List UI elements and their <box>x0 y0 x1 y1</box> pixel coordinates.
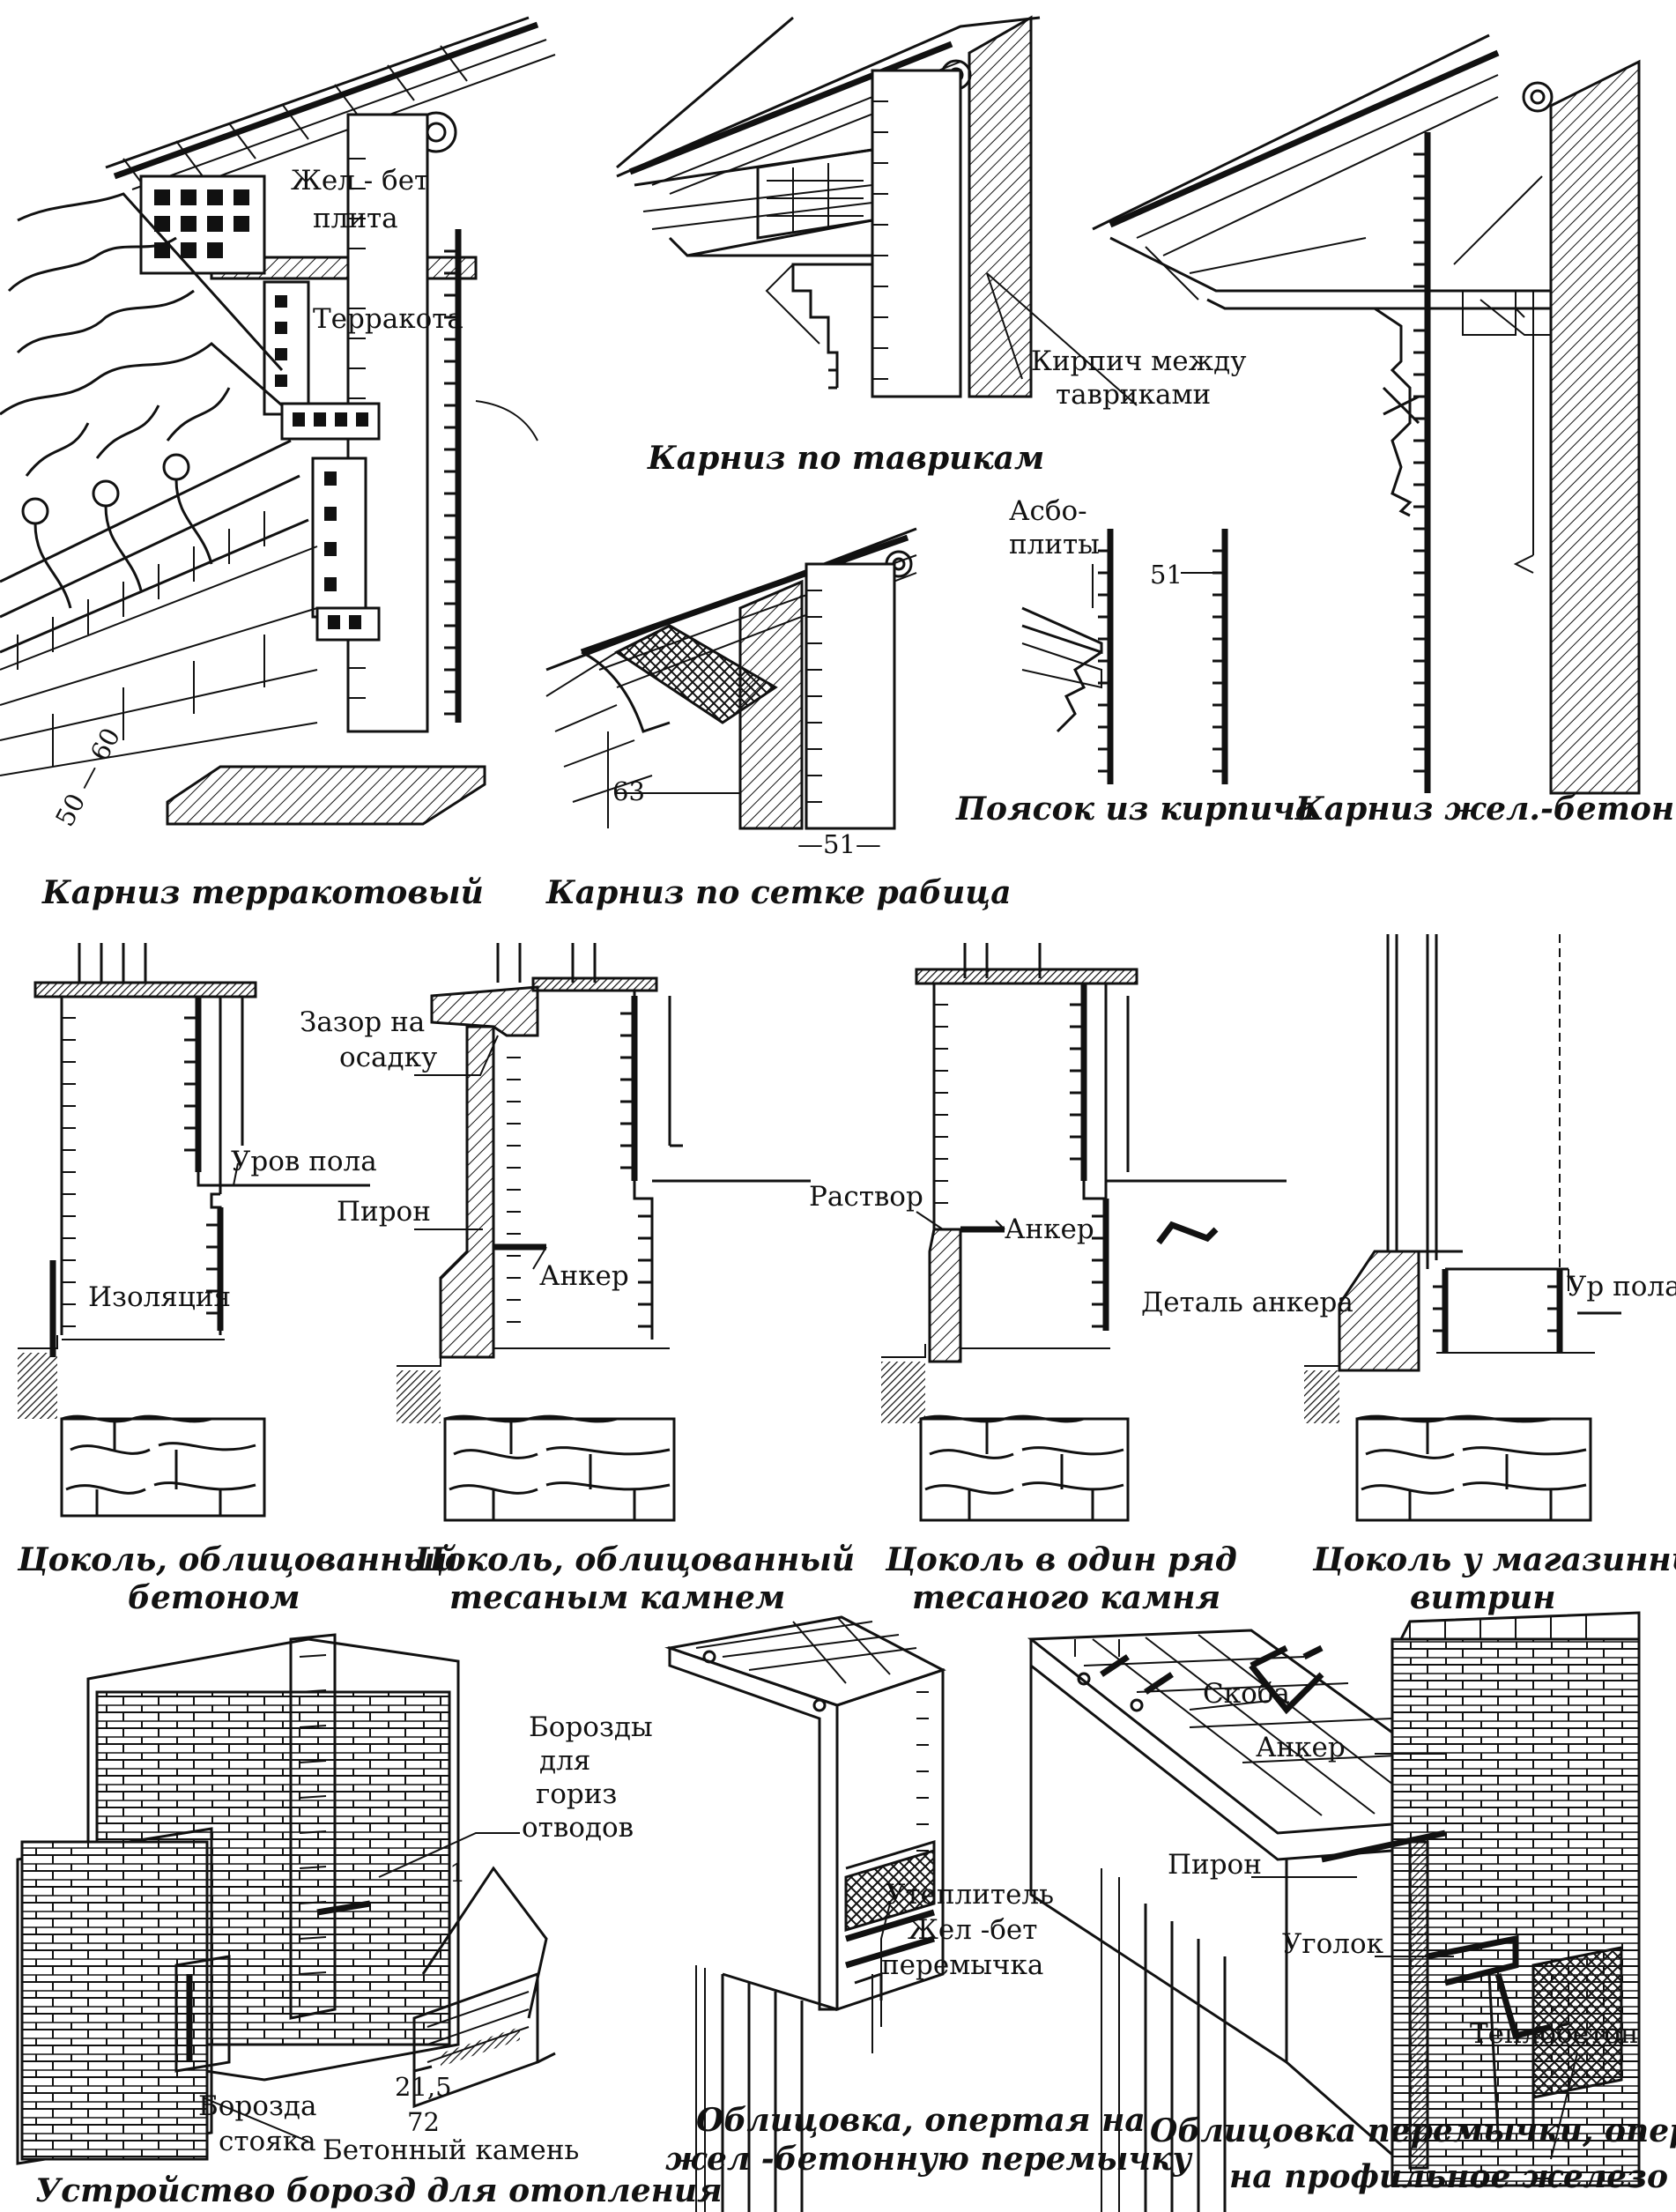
plinth-stone-drawing <box>397 943 811 1522</box>
caption-cladding-profile-2: на профильное железо <box>1229 2158 1668 2195</box>
leader-mortar <box>916 1211 944 1230</box>
rc-cornice-panel: Карниз жел.-бетонный <box>1092 33 1676 828</box>
label-rc-slab-2: плита <box>313 203 398 234</box>
caption-tavriki-cornice: Карниз по таврикам <box>647 440 1044 477</box>
label-anchor-profile: Анкер <box>1256 1732 1346 1763</box>
label-asbestos-1: Асбо- <box>1009 495 1087 527</box>
dim-groove-72: 72 <box>407 2107 440 2137</box>
plinth-row-panel: Раствор Анкер Деталь анкера Цоколь в оди… <box>809 943 1353 1616</box>
caption-terracotta-cornice: Карниз терракотовый <box>41 874 484 911</box>
label-insulation: Изоляция <box>88 1281 231 1313</box>
brick-belt-drawing <box>1021 529 1228 784</box>
label-riser-1: Борозда <box>198 2090 316 2122</box>
leader-settlement-gap <box>414 1035 499 1076</box>
caption-cladding-lintel-2: жел -бетонную перемычку <box>665 2141 1192 2178</box>
label-grooves-3: гориз <box>536 1778 617 1810</box>
dim-belt-51: 51 <box>1150 560 1183 590</box>
label-mortar: Раствор <box>809 1181 923 1213</box>
caption-cladding-profile-1: Облицовка перемычки, опертая <box>1150 2112 1676 2149</box>
caption-plinth-shop-2: витрин <box>1410 1579 1556 1616</box>
label-rc-lintel-1: Жел -бет <box>908 1914 1037 1946</box>
ornament-frieze <box>0 192 318 776</box>
cladding-lintel-panel: Утеплитель Жел -бет перемычка Облицовка,… <box>664 1615 1192 2212</box>
dim-rabitz-51: —51— <box>797 829 881 859</box>
label-anchor: Анкер <box>539 1260 629 1292</box>
caption-cladding-lintel-1: Облицовка, опертая на <box>696 2102 1146 2139</box>
plinth-shop-drawing <box>1304 934 1621 1522</box>
rabitz-cornice-panel: 63 —51— Карниз по сетке рабица <box>545 527 1012 911</box>
caption-plinth-row-2: тесаного камня <box>912 1579 1220 1616</box>
heating-grooves-panel: Борозды для гориз отводов Борозда стояка… <box>16 1633 723 2209</box>
caption-plinth-concrete-2: бетоном <box>128 1579 300 1616</box>
dim-terracotta: 50 — 60 <box>49 723 126 831</box>
leader-thermoconcrete <box>1550 2052 1578 2160</box>
label-thermoconcrete: Теплобетон <box>1470 2018 1639 2050</box>
terracotta-slab-piece <box>166 765 486 826</box>
leader-grooves-horizontal <box>378 1832 520 1878</box>
label-grooves-2: для <box>539 1745 590 1777</box>
plinth-shop-panel: Ур пола Цоколь у магазинных витрин <box>1304 934 1676 1616</box>
caption-heating-grooves: Устройство борозд для отопления <box>35 2172 723 2209</box>
label-riser-2: стояка <box>219 2126 316 2157</box>
rc-cornice-drawing <box>1092 33 1641 795</box>
brick-belt-panel: Асбо- плиты 51 Поясок из кирпича <box>955 495 1316 828</box>
label-settlement-gap-1: Зазор на <box>300 1006 425 1038</box>
label-brick-between-1: Кирпич между <box>1031 345 1246 377</box>
label-concrete-stone: Бетонный камень <box>323 2134 579 2166</box>
leader-clamp <box>1189 1700 1270 1711</box>
label-rc-lintel-2: перемычка <box>881 1949 1043 1981</box>
label-brick-between-2: тавриками <box>1056 379 1211 411</box>
caption-brick-belt: Поясок из кирпича <box>955 791 1316 828</box>
caption-plinth-shop-1: Цоколь у магазинных <box>1312 1541 1676 1578</box>
label-floor-shop: Ур пола <box>1567 1271 1676 1303</box>
label-floor-level: Уров пола <box>231 1146 377 1177</box>
leader-anchor <box>532 1246 547 1270</box>
label-anchor-row: Анкер <box>1005 1214 1094 1245</box>
plinth-stone-panel: Зазор на осадку Пирон Анкер Цоколь, обли… <box>300 943 855 1616</box>
caption-rabitz-cornice: Карниз по сетке рабица <box>545 874 1012 911</box>
caption-plinth-row-1: Цоколь в один ряд <box>885 1541 1237 1578</box>
label-piron-profile: Пирон <box>1168 1849 1262 1881</box>
label-terracotta: Терракота <box>313 303 463 335</box>
terracotta-cornice-panel: Жел - бет плита Терракота 50 — 60 Карниз… <box>0 16 556 911</box>
caption-rc-cornice: Карниз жел.-бетонный <box>1294 791 1676 828</box>
label-insulant: Утеплитель <box>886 1879 1054 1911</box>
dim-groove-1: 1 <box>449 1858 465 1888</box>
leader-floor-level <box>233 1162 239 1186</box>
label-angle: Уголок <box>1282 1928 1383 1960</box>
leader-tavriki <box>986 272 1138 406</box>
label-anchor-detail: Деталь анкера <box>1141 1287 1353 1318</box>
tavriki-cornice-panel: Кирпич между тавриками Карниз по таврика… <box>616 15 1246 477</box>
anchor-detail-shape <box>1156 1221 1219 1245</box>
caption-plinth-stone-1: Цоколь, облицованный <box>413 1541 855 1578</box>
cladding-profile-drawing <box>1027 1611 1641 2212</box>
label-clamp: Скоба <box>1203 1678 1290 1710</box>
cladding-profile-panel: Скоба Анкер Пирон Уголок Теплобетон Обли… <box>1027 1611 1676 2212</box>
rabitz-drawing <box>545 527 917 830</box>
leader-riser <box>202 2097 309 2142</box>
plinth-row-drawing <box>881 943 1287 1522</box>
label-grooves-1: Борозды <box>529 1711 653 1743</box>
label-asbestos-2: плиты <box>1009 529 1100 560</box>
heating-grooves-drawing <box>16 1633 556 2165</box>
label-grooves-4: отводов <box>522 1812 634 1844</box>
plinth-concrete-panel: Уров пола Изоляция Цоколь, облицованный … <box>17 943 458 1616</box>
caption-plinth-stone-2: тесаным камнем <box>449 1579 785 1616</box>
cladding-lintel-drawing <box>664 1615 946 2212</box>
label-settlement-gap-2: осадку <box>339 1042 437 1073</box>
label-rc-slab-1: Жел - бет <box>291 165 429 197</box>
label-piron: Пирон <box>337 1196 431 1228</box>
leader-insulant <box>880 1903 891 2027</box>
terracotta-blocks <box>139 174 381 642</box>
leader-anchor-row <box>995 1220 1005 1230</box>
terracotta-drawing <box>0 16 556 826</box>
caption-plinth-concrete-1: Цоколь, облицованный <box>17 1541 458 1578</box>
tavriki-drawing <box>616 15 1041 398</box>
dim-rabitz-63: 63 <box>612 776 645 806</box>
dim-groove-21-5: 21,5 <box>395 2072 452 2102</box>
plinth-concrete-drawing <box>18 943 370 1518</box>
